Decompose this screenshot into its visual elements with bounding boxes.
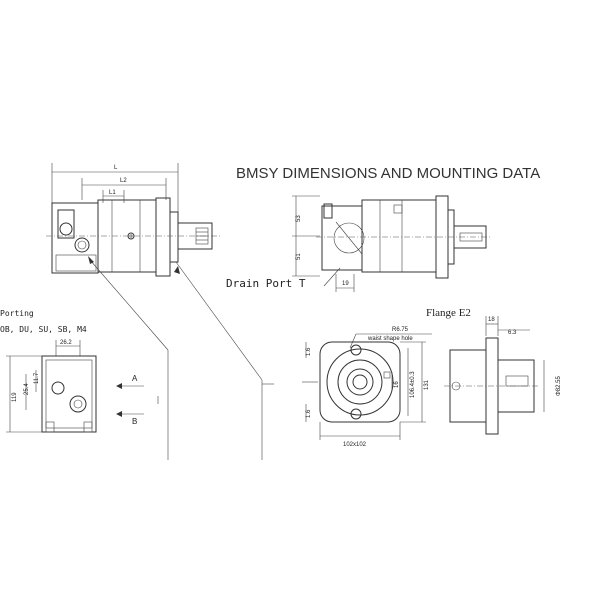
flange-title: Flange E2 xyxy=(426,307,471,319)
porting-types: OB, DU, SU, SB, M4 xyxy=(0,325,87,334)
dim-106: 106.4±0.3 xyxy=(410,371,416,398)
shaft-side-view: 18 6.3 Φ82.55 xyxy=(444,316,562,435)
dim-6-3: 6.3 xyxy=(508,330,517,336)
dim-l1: L1 xyxy=(109,190,116,196)
flange-e2-view: Flange E2 R6.75 waist shape hole 1.6 1.6… xyxy=(302,307,471,448)
drain-port-view: 53 51 Drain Port T 19 xyxy=(226,195,492,292)
dim-51: 51 xyxy=(296,253,302,260)
dim-19: 19 xyxy=(342,281,349,287)
porting-view: Porting OB, DU, SU, SB, M4 26.2 119 25.4… xyxy=(0,309,274,460)
porting-title: Porting xyxy=(0,309,34,318)
dim-25-4: 25.4 xyxy=(24,383,30,395)
page-title: BMSY DIMENSIONS AND MOUNTING DATA xyxy=(236,165,540,182)
motor-side-view: L L2 L1 xyxy=(46,163,263,381)
dim-18: 18 xyxy=(488,317,495,323)
dim-26-2: 26.2 xyxy=(60,340,72,346)
dim-r675: R6.75 xyxy=(392,327,409,333)
dim-53: 53 xyxy=(296,215,302,222)
dim-1-6-top: 1.6 xyxy=(306,347,312,356)
dim-11-7: 11.7 xyxy=(34,372,40,384)
dim-l: L xyxy=(114,165,118,171)
drain-port-label: Drain Port T xyxy=(226,277,306,290)
dim-82-55: Φ82.55 xyxy=(556,376,562,396)
port-b-label: B xyxy=(132,417,137,426)
port-a-label: A xyxy=(132,374,138,383)
dim-131: 131 xyxy=(424,379,430,390)
dim-119: 119 xyxy=(12,392,18,402)
waist-hole-label: waist shape hole xyxy=(367,336,413,342)
dim-102: 102x102 xyxy=(343,442,367,448)
dim-l2: L2 xyxy=(120,178,127,184)
dim-1-6-bot: 1.6 xyxy=(306,409,312,418)
dim-16: 16 xyxy=(394,381,400,388)
